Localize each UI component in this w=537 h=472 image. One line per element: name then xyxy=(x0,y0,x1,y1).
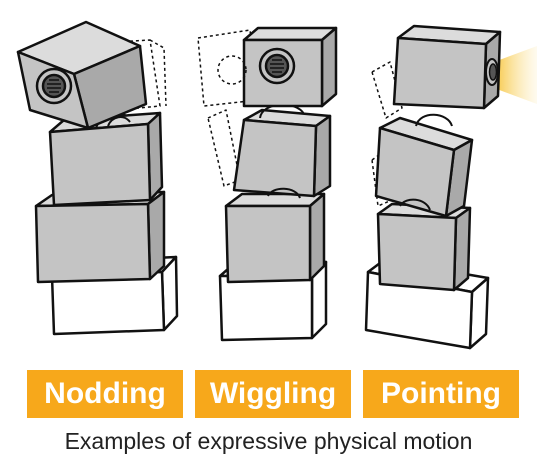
light-beam-icon xyxy=(494,46,537,104)
pointing-block-middle xyxy=(374,116,474,218)
pointing-block-bottom xyxy=(376,202,472,292)
wiggling-block-middle xyxy=(232,108,332,198)
pointing-head xyxy=(392,24,502,110)
nodding-block-middle xyxy=(48,111,164,207)
wiggling-head xyxy=(217,26,338,108)
nodding-label: Nodding xyxy=(27,370,183,418)
nodding-head xyxy=(16,20,148,130)
pointing-robot xyxy=(364,24,537,350)
wiggling-block-bottom xyxy=(224,192,326,284)
pointing-label: Pointing xyxy=(363,370,519,418)
wiggling-label: Wiggling xyxy=(195,370,351,418)
figure-caption: Examples of expressive physical motion xyxy=(64,428,473,454)
nodding-robot xyxy=(16,20,179,336)
camera-lens-icon xyxy=(35,67,73,105)
wiggling-robot xyxy=(197,26,338,342)
camera-lens-icon xyxy=(485,58,499,86)
camera-lens-icon xyxy=(258,47,296,85)
